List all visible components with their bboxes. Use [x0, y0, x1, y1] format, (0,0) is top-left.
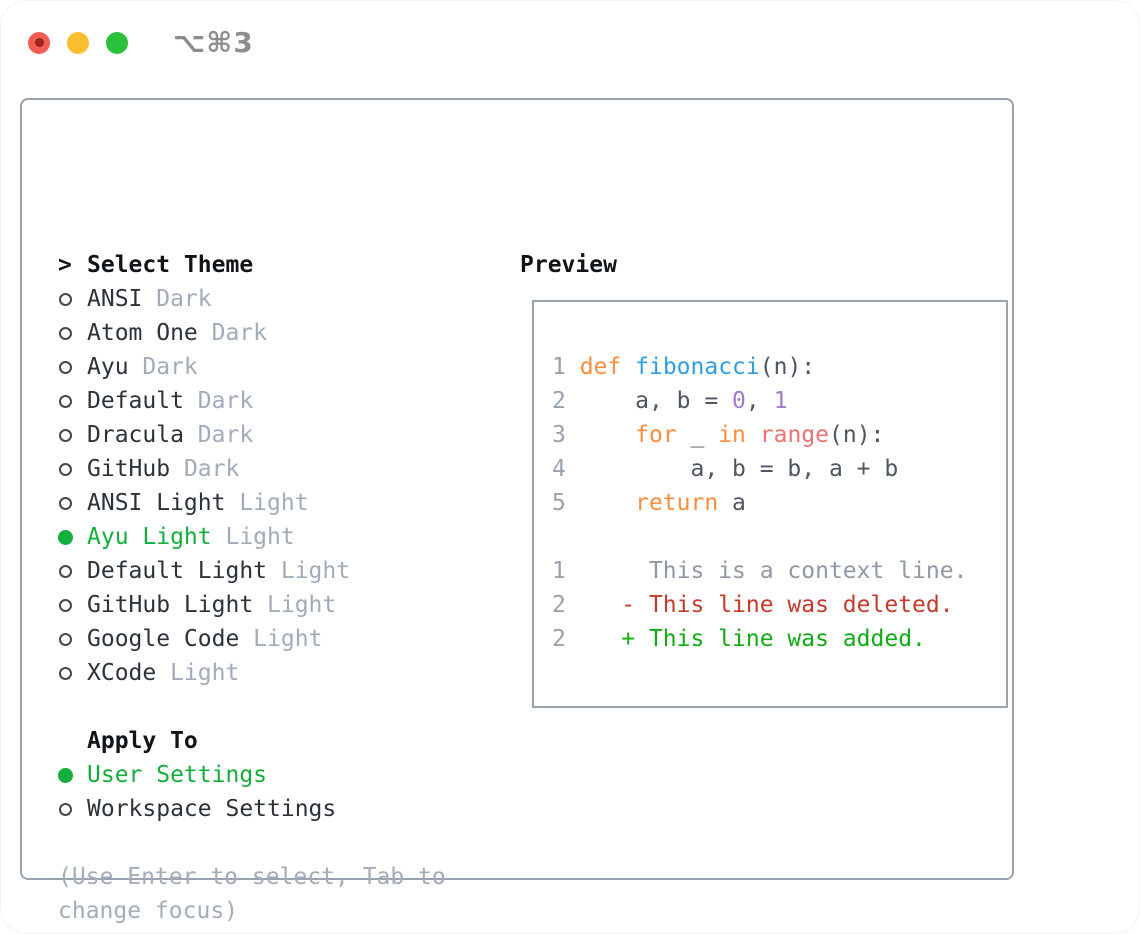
theme-option-google-code[interactable]: Google Code Light	[58, 622, 482, 656]
unsaved-indicator-dot	[34, 38, 44, 47]
radio-icon	[58, 428, 87, 442]
spacer	[58, 690, 482, 724]
theme-option-dracula[interactable]: Dracula Dark	[58, 418, 482, 452]
theme-variant-tag: Dark	[170, 456, 240, 482]
theme-option-ansi-light[interactable]: ANSI Light Light	[58, 486, 482, 520]
code-line: 2 + This line was added.	[552, 626, 926, 652]
radio-icon	[58, 632, 87, 646]
theme-option-ansi[interactable]: ANSI Dark	[58, 282, 482, 316]
radio-icon	[58, 564, 87, 578]
code-line: 4 a, b = b, a + b	[552, 456, 899, 482]
prompt-caret: >	[58, 252, 72, 278]
line-number: 5	[552, 490, 566, 516]
code-line: 3 for _ in range(n):	[552, 422, 885, 448]
apply-option-user-settings[interactable]: User Settings	[58, 758, 482, 792]
code-preview: 1 def fibonacci(n): 2 a, b = 0, 1 3 for _ …	[552, 350, 1006, 656]
theme-option-label: ANSI	[87, 286, 143, 312]
radio-icon	[58, 666, 87, 680]
line-number: 2	[552, 388, 566, 414]
radio-icon	[58, 292, 87, 306]
select-theme-header: > Select Theme	[58, 248, 482, 282]
theme-option-github[interactable]: GitHub Dark	[58, 452, 482, 486]
theme-variant-tag: Light	[156, 660, 240, 686]
radio-icon	[58, 462, 87, 476]
line-number: 1	[552, 354, 566, 380]
theme-variant-tag: Dark	[142, 286, 212, 312]
theme-option-default-light[interactable]: Default Light Light	[58, 554, 482, 588]
keyboard-shortcut-label: ⌥⌘3	[173, 26, 254, 59]
theme-variant-tag: Light	[225, 490, 309, 516]
theme-option-label: Atom One	[87, 320, 198, 346]
theme-option-xcode[interactable]: XCode Light	[58, 656, 482, 690]
spacer	[58, 826, 482, 860]
theme-option-ayu[interactable]: Ayu Dark	[58, 350, 482, 384]
radio-selected-icon	[58, 529, 87, 545]
theme-option-label: Default Light	[87, 558, 268, 584]
line-number: 2	[552, 626, 566, 652]
minimize-button[interactable]	[67, 31, 89, 54]
code-line: 5 return a	[552, 490, 746, 516]
radio-icon	[58, 802, 87, 816]
apply-option-label: User Settings	[87, 762, 268, 788]
theme-variant-tag: Light	[253, 592, 337, 618]
code-line: 2 - This line was deleted.	[552, 592, 954, 618]
preview-box: 1 def fibonacci(n): 2 a, b = 0, 1 3 for _ …	[532, 300, 1008, 708]
close-button[interactable]	[28, 31, 50, 54]
apply-option-label: Workspace Settings	[87, 796, 337, 822]
theme-option-label: GitHub Light	[87, 592, 254, 618]
code-line: 1 This is a context line.	[552, 558, 968, 584]
preview-title: Preview	[520, 252, 617, 278]
radio-icon	[58, 598, 87, 612]
theme-variant-tag: Dark	[183, 388, 254, 414]
theme-option-label: Default	[87, 388, 184, 414]
theme-option-label: Ayu	[87, 354, 129, 380]
theme-option-atom-one[interactable]: Atom One Dark	[58, 316, 482, 350]
radio-icon	[58, 394, 87, 408]
theme-variant-tag: Light	[211, 524, 295, 550]
theme-option-github-light[interactable]: GitHub Light Light	[58, 588, 482, 622]
theme-variant-tag: Dark	[128, 354, 198, 380]
radio-icon	[58, 326, 87, 340]
theme-option-label: Dracula	[87, 422, 184, 448]
theme-option-default[interactable]: Default Dark	[58, 384, 482, 418]
theme-option-label: ANSI Light	[87, 490, 226, 516]
line-number: 4	[552, 456, 566, 482]
titlebar: ⌥⌘3	[28, 26, 254, 59]
hint-text: (Use Enter to select, Tab to change focu…	[58, 864, 446, 924]
maximize-button[interactable]	[106, 31, 128, 54]
radio-icon	[58, 496, 87, 510]
theme-option-label: XCode	[87, 660, 157, 686]
theme-variant-tag: Light	[239, 626, 323, 652]
theme-option-ayu-light[interactable]: Ayu Light Light	[58, 520, 482, 554]
select-theme-title: Select Theme	[87, 252, 254, 278]
code-line: 1 def fibonacci(n):	[552, 354, 816, 380]
line-number: 2	[552, 592, 566, 618]
theme-variant-tag: Dark	[183, 422, 254, 448]
theme-option-label: Google Code	[87, 626, 240, 652]
line-number: 3	[552, 422, 566, 448]
theme-variant-tag: Dark	[197, 320, 268, 346]
code-line: 2 a, b = 0, 1	[552, 388, 788, 414]
apply-option-workspace-settings[interactable]: Workspace Settings	[58, 792, 482, 826]
theme-variant-tag: Light	[267, 558, 351, 584]
apply-to-title: Apply To	[87, 728, 198, 754]
theme-option-label: GitHub	[87, 456, 171, 482]
line-number: 1	[552, 558, 566, 584]
theme-option-label: Ayu Light	[87, 524, 212, 550]
radio-icon	[58, 360, 87, 374]
radio-selected-icon	[58, 767, 87, 783]
code-line	[552, 520, 1006, 554]
